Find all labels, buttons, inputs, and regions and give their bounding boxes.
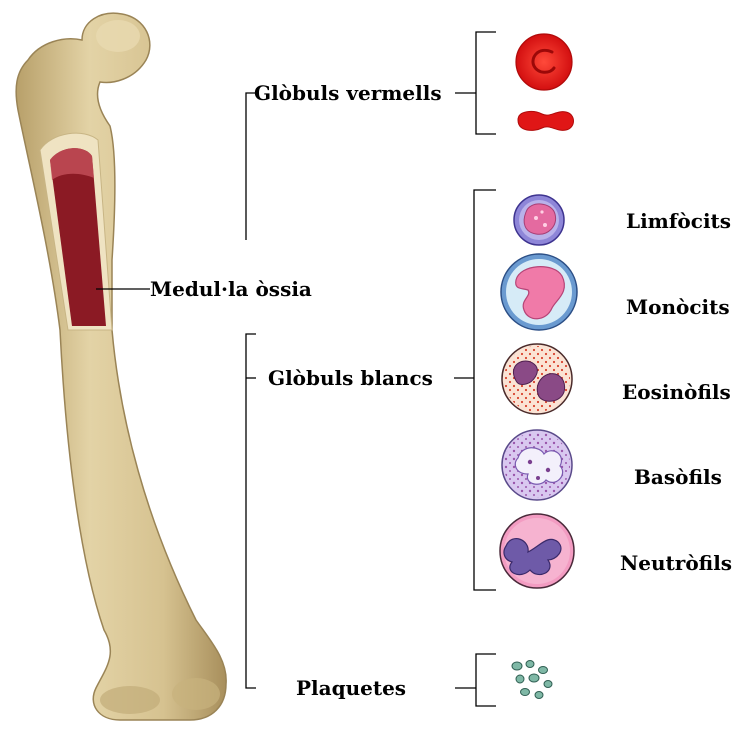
lymphocyte-cell <box>514 195 564 245</box>
basophil-cell <box>502 430 572 500</box>
lymphocytes-label: Limfòcits <box>626 209 731 233</box>
basophils-label: Basòfils <box>634 465 722 489</box>
red-cells-label: Glòbuls vermells <box>254 81 442 105</box>
monocyte-cell <box>501 254 577 330</box>
femoral-head-highlight <box>96 20 140 52</box>
bone-marrow-label: Medul·la òssia <box>150 277 312 301</box>
femur-bone-illustration <box>16 13 226 720</box>
neutrophil-cell <box>500 514 574 588</box>
condyle-shade <box>100 686 160 714</box>
red-blood-cell-front <box>516 34 572 90</box>
eosinophil-cell <box>502 344 572 414</box>
platelets-label: Plaquetes <box>296 676 406 700</box>
neutrophils-label: Neutròfils <box>620 551 732 575</box>
condyle-shade <box>172 678 220 710</box>
red-blood-cell-side <box>518 112 574 131</box>
monocytes-label: Monòcits <box>626 295 730 319</box>
femur-shape <box>16 13 226 720</box>
white-cells-label: Glòbuls blancs <box>268 366 433 390</box>
eosinophils-label: Eosinòfils <box>622 380 731 404</box>
platelets-cluster <box>512 661 552 699</box>
